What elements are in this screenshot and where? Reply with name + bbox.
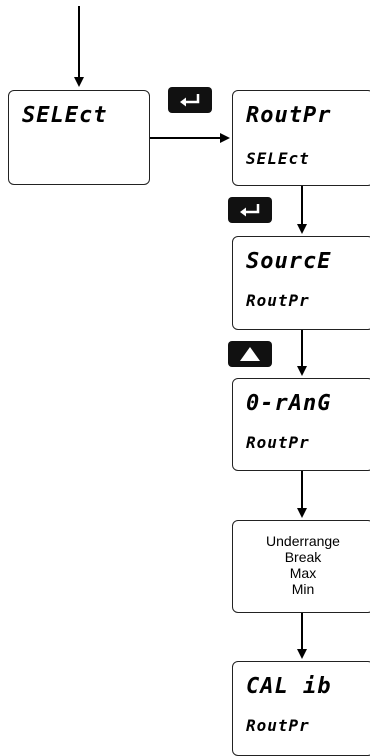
- routpr-select-box: RoutPr SELEct: [232, 90, 370, 186]
- select-display-text: SELEct: [22, 103, 108, 128]
- display-bottom-text: RoutPr: [246, 433, 310, 452]
- enter-key: [228, 197, 272, 223]
- display-bottom-text: SELEct: [246, 149, 310, 168]
- display-bottom-text: RoutPr: [246, 291, 310, 310]
- calib-routpr-box: CAL ib RoutPr: [232, 661, 370, 756]
- up-triangle-icon: [240, 347, 260, 361]
- option-item: Min: [291, 581, 315, 597]
- options-list: Underrange Break Max Min: [233, 533, 370, 597]
- display-bottom-text: RoutPr: [246, 716, 310, 735]
- option-item: Break: [284, 549, 322, 565]
- display-top-text: RoutPr: [246, 103, 332, 128]
- option-item: Max: [289, 565, 317, 581]
- enter-arrow-icon: [240, 204, 260, 217]
- select-display-box: SELEct: [8, 90, 150, 185]
- underrange-options-box: Underrange Break Max Min: [232, 520, 370, 613]
- option-item: Underrange: [266, 533, 340, 549]
- display-top-text: CAL ib: [246, 674, 332, 699]
- enter-key: [168, 87, 212, 113]
- up-key: [228, 341, 272, 367]
- orange-routpr-box: 0-rAnG RoutPr: [232, 378, 370, 471]
- display-top-text: SourcE: [246, 249, 332, 274]
- display-top-text: 0-rAnG: [246, 391, 332, 416]
- source-routpr-box: SourcE RoutPr: [232, 236, 370, 330]
- enter-arrow-icon: [180, 94, 200, 107]
